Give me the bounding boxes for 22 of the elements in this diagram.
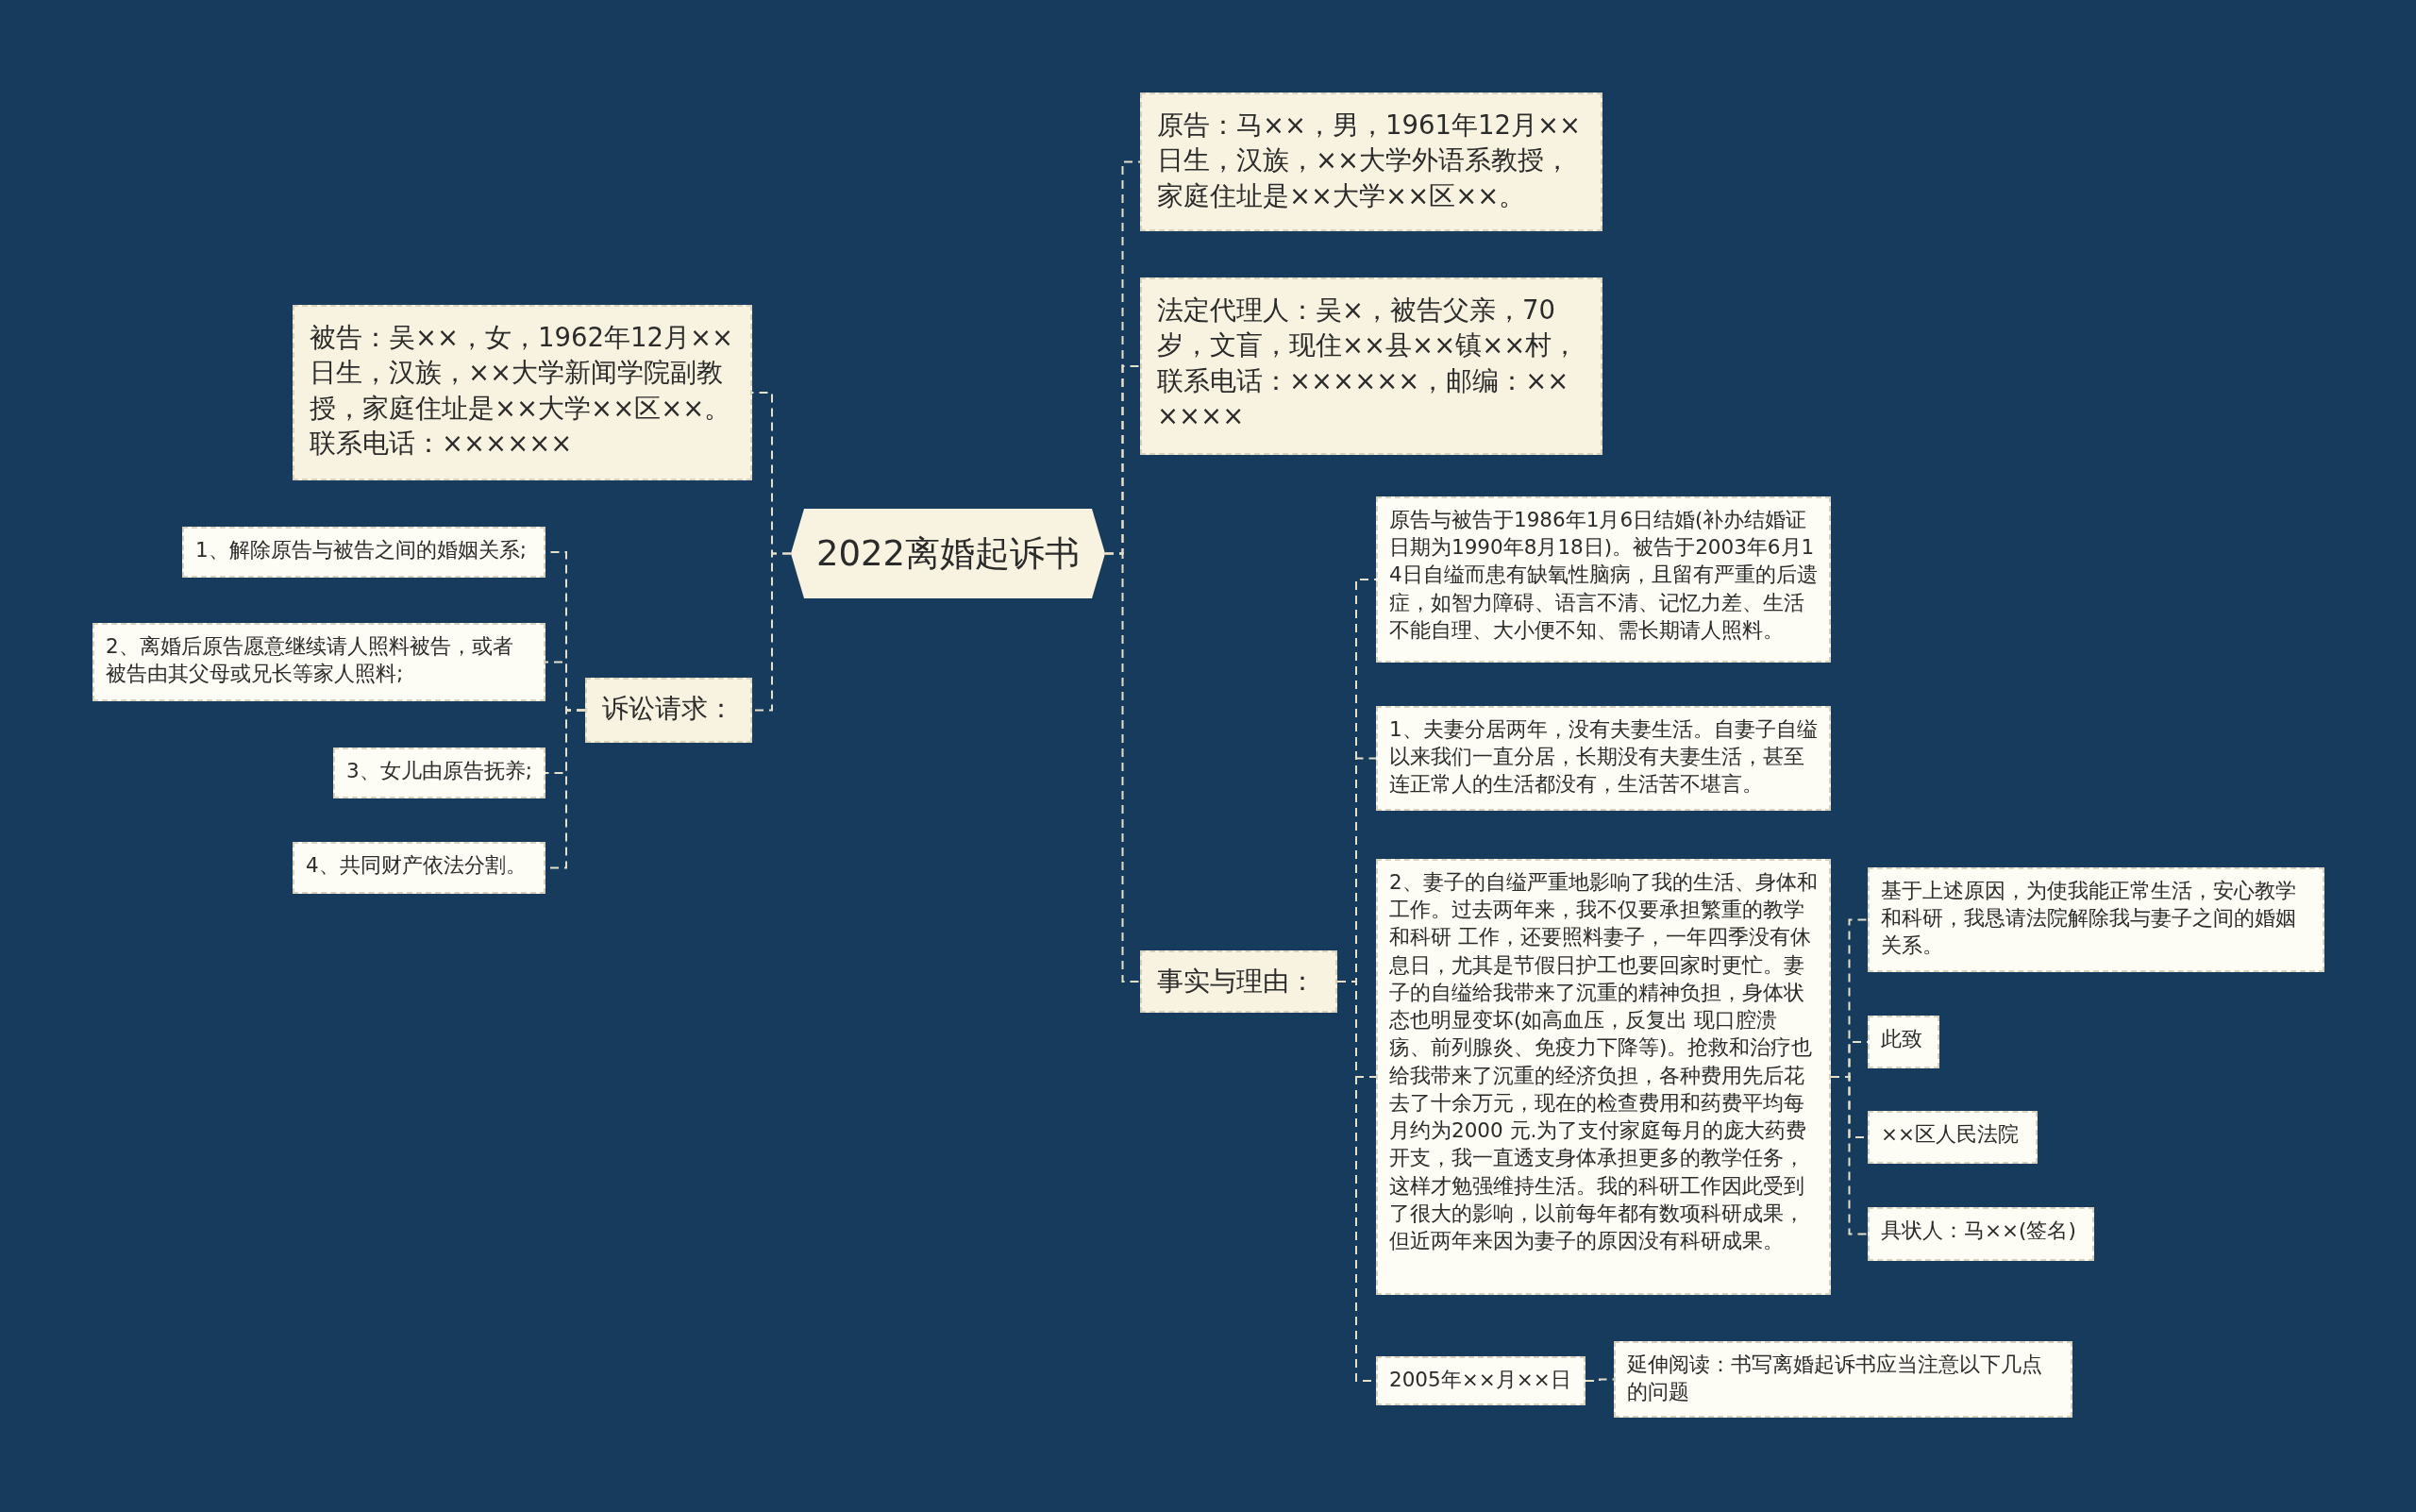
topic-box: 1、解除原告与被告之间的婚姻关系; (182, 527, 545, 578)
connector-line (1830, 1076, 1869, 1235)
branch-box: 诉讼请求： (585, 678, 752, 743)
topic-box: 原告与被告于1986年1月6日结婚(补办结婚证日期为1990年8月18日)。被告于2003年6月14日自缢而患有缺氧性脑病，且留有严重的后遗症，如智力障碍、语言不清、记忆力差、生活不能自理、大小便不知、需长期请人照料。 (1376, 496, 1831, 663)
topic-box: 此致 (1868, 1016, 1939, 1068)
topic-box: 2、离婚后原告愿意继续请人照料被告，或者被告由其父母或兄长等家人照料; (92, 623, 545, 701)
topic-box: 基于上述原因，为使我能正常生活，安心教学和科研，我恳请法院解除我与妻子之间的婚姻关系。 (1868, 867, 2324, 972)
topic-box: 2005年××月××日 (1376, 1356, 1586, 1405)
topic-box: 具状人：马××(签名) (1868, 1207, 2094, 1261)
branch-box: 事实与理由： (1140, 950, 1337, 1013)
topic-box: 延伸阅读：书写离婚起诉书应当注意以下几点的问题 (1614, 1341, 2072, 1418)
topic-box: 原告：马××，男，1961年12月××日生，汉族，××大学外语系教授，家庭住址是××大学××区××。 (1140, 92, 1602, 231)
topic-box: 被告：吴××，女，1962年12月××日生，汉族，××大学新闻学院副教授，家庭住址是××大学××区××。联系电话：×××××× (293, 305, 752, 480)
central-topic: 2022离婚起诉书 (791, 509, 1105, 598)
topic-box: 2、妻子的自缢严重地影响了我的生活、身体和工作。过去两年来，我不仅要承担繁重的教学和科研 工作，还要照料妻子，一年四季没有休息日，尤其是节假日护工也要回家时更忙。妻子的自缢给我带来了沉重的精神负担，身体状态也明显变坏(如高血压，反复出 现口腔溃疡、前列腺炎、免疫力下降等)。抢救和治疗也给我带来了沉重的经济负担，各种费用先后花去了十余万元，现在的检查费用和药费平均每月约为2000 元.为了支付家庭每月的庞大药费开支，我一直透支身体承担更多的教学任务，这样才勉强维持生活。我的科研工作因此受到了很大的影响，以前每年都有数项科研成果，但近两年来因为妻子的原因没有科研成果。 (1376, 859, 1831, 1295)
connector-line (1104, 552, 1141, 983)
topic-box: ××区人民法院 (1868, 1111, 2038, 1164)
topic-box: 法定代理人：吴×，被告父亲，70岁，文盲，现住××县××镇××村，联系电话：××××××，邮编：×××××× (1140, 277, 1602, 455)
topic-box: 4、共同财产依法分割。 (293, 842, 545, 894)
connector-line (1585, 1378, 1615, 1382)
topic-box: 1、夫妻分居两年，没有夫妻生活。自妻子自缢以来我们一直分居，长期没有夫妻生活，甚至连正常人的生活都没有，生活苦不堪言。 (1376, 706, 1831, 811)
topic-box: 3、女儿由原告抚养; (333, 748, 545, 798)
